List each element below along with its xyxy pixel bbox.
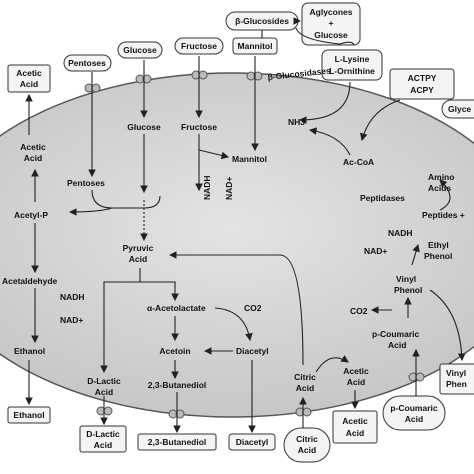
label-pentoses-out: Pentoses <box>68 58 106 68</box>
label-pentoses-in: Pentoses <box>67 178 105 188</box>
label-vinyl-phenol-1: Vinyl <box>396 274 416 284</box>
label-peptides: Peptides + <box>422 210 465 220</box>
label-nad-v: NAD+ <box>224 177 234 200</box>
label-acetic-acid-in-1: Acetic <box>20 142 46 152</box>
label-fructose-in: Fructose <box>181 122 217 132</box>
transporter-glucose <box>135 74 152 84</box>
label-d-lactic-out-1: D-Lactic <box>86 429 120 439</box>
label-d-lactic-in-2: Acid <box>95 387 113 397</box>
transporter-butanediol <box>168 409 185 419</box>
label-acetaldehyde: Acetaldehyde <box>2 276 58 286</box>
box-mannitol <box>232 37 278 55</box>
box-acetic-acid-top <box>7 64 51 93</box>
box-actpy <box>389 68 455 100</box>
label-nh3: NH3 <box>288 117 305 127</box>
label-pyruvic-2: Acid <box>129 254 147 264</box>
label-citric-in-2: Acid <box>296 383 314 393</box>
label-acetic-acid-in-2: Acid <box>24 153 42 163</box>
label-ac-coa: Ac-CoA <box>343 157 374 167</box>
box-glyce <box>441 99 474 119</box>
label-ornithine: L-Ornithine <box>329 66 375 76</box>
label-p-coumaric-in-1: p-Coumaric <box>372 329 420 339</box>
label-butanediol-out: 2,3-Butanediol <box>148 437 207 447</box>
label-p-coumaric-out-2: Acid <box>405 414 423 424</box>
label-mannitol-in: Mannitol <box>232 154 267 164</box>
label-citric-in-1: Citric <box>294 372 316 382</box>
label-glyce: Glyce <box>448 104 471 114</box>
label-co2-p: CO2 <box>350 306 368 316</box>
label-peptidases: Peptidases <box>360 193 405 203</box>
label-nadh-e: NADH <box>388 228 413 238</box>
label-pyruvic-1: Pyruvic <box>123 243 154 253</box>
label-nad-l: NAD+ <box>60 315 83 325</box>
label-acetic-acid-top-2: Acid <box>20 79 38 89</box>
box-butanediol-out <box>137 433 217 451</box>
label-ethanol-in: Ethanol <box>14 346 45 356</box>
label-glucose-out: Glucose <box>123 45 157 55</box>
label-nadh-v: NADH <box>202 175 212 200</box>
cell-body <box>0 72 474 418</box>
box-aglycones <box>301 2 361 46</box>
label-mannitol-out: Mannitol <box>238 41 273 51</box>
box-ethanol-out <box>7 406 51 424</box>
box-acetic-out <box>332 410 378 444</box>
label-fructose-out: Fructose <box>181 41 217 51</box>
outside-boxes <box>7 2 474 463</box>
label-p-coumaric-in-2: Acid <box>388 340 406 350</box>
box-diacetyl-out <box>228 433 276 451</box>
box-pentoses <box>63 54 112 72</box>
label-p-coumaric-out-1: p-Coumaric <box>390 403 438 413</box>
box-d-lactic-out <box>79 425 127 453</box>
transporter-fructose <box>191 70 208 80</box>
label-amino-acids-1: Amino <box>428 172 454 182</box>
label-aglycones-3: Glucose <box>314 30 348 40</box>
label-diacetyl-out: Diacetyl <box>236 437 269 447</box>
box-glucose <box>117 41 163 59</box>
label-acetic-acid-top-1: Acetic <box>16 68 42 78</box>
transporters <box>84 70 425 419</box>
box-citric-out <box>283 427 331 463</box>
label-actpy: ACTPY <box>408 73 437 83</box>
label-acetic-out-1: Acetic <box>342 416 368 426</box>
box-fructose <box>174 37 224 55</box>
label-ethyl-phenol-2: Phenol <box>424 251 452 261</box>
label-d-lactic-out-2: Acid <box>94 440 112 450</box>
label-co2-a: CO2 <box>244 303 262 313</box>
label-acetoin: Acetoin <box>159 346 190 356</box>
label-ethyl-phenol-1: Ethyl <box>428 240 449 250</box>
label-butanediol-in: 2,3-Butanediol <box>148 380 207 390</box>
label-nadh-l: NADH <box>60 292 85 302</box>
label-alpha-acetolactate: α-Acetolactate <box>147 303 206 313</box>
label-citric-out-2: Acid <box>298 445 316 455</box>
label-aglycones-2: + <box>329 18 334 28</box>
box-vinyl-phen-out <box>439 363 474 395</box>
label-acetic-r-2: Acid <box>347 377 365 387</box>
transporter-pentoses <box>84 83 101 93</box>
label-vinyl-phenol-2: Phenol <box>394 285 422 295</box>
box-lysine-ornithine <box>321 49 383 81</box>
label-vinyl-phen-out-1: Vinyl <box>446 368 466 378</box>
label-acpy: ACPY <box>410 85 434 95</box>
arrows <box>25 17 466 434</box>
label-lysine: L-Lysine <box>335 54 370 64</box>
label-diacetyl-in: Diacetyl <box>236 346 269 356</box>
label-acetic-out-2: Acid <box>346 428 364 438</box>
labels: Acetic Acid Pentoses Glucose Fructose Ma… <box>2 7 471 455</box>
label-aglycones-1: Aglycones <box>310 7 353 17</box>
label-citric-out-1: Citric <box>296 434 318 444</box>
label-acetic-r-1: Acetic <box>343 366 369 376</box>
label-glucose-in: Glucose <box>127 122 161 132</box>
label-d-lactic-in-1: D-Lactic <box>87 376 121 386</box>
label-beta-glucosides: β-Glucosides <box>235 16 289 26</box>
box-p-coumaric-out <box>382 395 446 431</box>
label-nad-e: NAD+ <box>364 246 387 256</box>
label-acetyl-p: Acetyl-P <box>14 210 48 220</box>
label-ethanol-out: Ethanol <box>13 410 44 420</box>
label-vinyl-phen-out-2: Phen <box>446 379 467 389</box>
label-amino-acids-2: Acids <box>428 183 451 193</box>
